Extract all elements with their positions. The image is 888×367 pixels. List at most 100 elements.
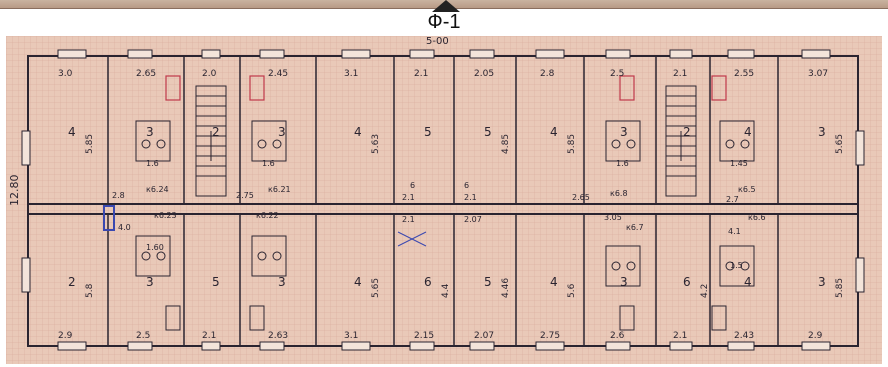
- room-depth-label: 5.63: [371, 134, 381, 154]
- small-label: 1.5: [730, 261, 743, 270]
- room-depth-label: 4.4: [441, 283, 451, 298]
- room-area-label: 4: [354, 275, 362, 289]
- stair-left-icon: [195, 85, 227, 197]
- room-width-label: 2.9: [808, 331, 823, 341]
- small-label: 6: [464, 181, 469, 190]
- room-area-label: 2: [68, 275, 76, 289]
- corridor-label: 2.7: [726, 195, 739, 204]
- small-label: 1.6: [146, 159, 159, 168]
- small-label: 1.60: [146, 243, 164, 252]
- stair-right-icon: [665, 85, 697, 197]
- room-width-label: 2.63: [268, 331, 288, 341]
- room-width-label: 2.75: [540, 331, 560, 341]
- room-area-label: 3: [278, 275, 286, 289]
- room-width-label: 2.55: [734, 69, 754, 79]
- room-depth-label: 5.65: [835, 134, 845, 154]
- small-label: 2.1: [464, 193, 477, 202]
- room-depth-label: 4.85: [501, 134, 511, 154]
- corridor-label: к6.5: [738, 185, 756, 194]
- room-width-label: 2.1: [673, 331, 687, 341]
- corridor-label: 4.0: [118, 223, 131, 232]
- room-area-label: 2: [212, 125, 220, 139]
- room-width-label: 2.1: [673, 69, 687, 79]
- room-width-label: 2.1: [202, 331, 216, 341]
- room-width-label: 2.8: [540, 69, 555, 79]
- fixtures-bottom: [135, 235, 755, 331]
- room-width-label: 2.15: [414, 331, 434, 341]
- room-area-label: 4: [550, 275, 558, 289]
- corridor-label: к6.23: [154, 211, 177, 220]
- room-width-label: 2.6: [610, 331, 625, 341]
- room-width-label: 3.07: [808, 69, 828, 79]
- small-label: 2.1: [402, 215, 415, 224]
- room-labels: 5-0012.803.045.852.6532.022.4533.145.632…: [8, 36, 845, 341]
- outer-wall: [27, 55, 859, 347]
- top-windows: [57, 49, 831, 59]
- room-width-label: 2.07: [474, 331, 494, 341]
- small-label: 1.45: [730, 159, 748, 168]
- corridor-label: 3.05: [604, 213, 622, 222]
- room-area-label: 6: [683, 275, 691, 289]
- room-area-label: 4: [68, 125, 76, 139]
- small-label: 1.6: [262, 159, 275, 168]
- room-area-label: 5: [484, 275, 492, 289]
- corridor-label: к6.7: [626, 223, 644, 232]
- top-marker-icon: [432, 0, 460, 12]
- room-width-label: 2.1: [414, 69, 428, 79]
- hatch-marks: [397, 231, 427, 247]
- room-area-label: 3: [620, 275, 628, 289]
- room-depth-label: 5.85: [567, 134, 577, 154]
- room-width-label: 3.1: [344, 69, 358, 79]
- room-area-label: 3: [146, 125, 154, 139]
- room-area-label: 3: [818, 125, 826, 139]
- room-area-label: 3: [278, 125, 286, 139]
- overall-depth-dim: 12.80: [8, 175, 21, 207]
- room-area-label: 5: [424, 125, 432, 139]
- small-label: 2.1: [402, 193, 415, 202]
- room-area-label: 3: [620, 125, 628, 139]
- room-area-label: 6: [424, 275, 432, 289]
- floor-plan-svg: 5-0012.803.045.852.6532.022.4533.145.632…: [6, 36, 882, 364]
- room-area-label: 3: [146, 275, 154, 289]
- bottom-partition-walls: [107, 214, 779, 346]
- small-label: 6: [410, 181, 415, 190]
- corridor-label: к6.22: [256, 211, 279, 220]
- left-window-bottom: [21, 257, 31, 293]
- room-area-label: 4: [744, 275, 752, 289]
- corridor-label: 2.8: [112, 191, 125, 200]
- overall-width-dim: 5-00: [426, 36, 449, 47]
- room-area-label: 4: [744, 125, 752, 139]
- graph-paper-grid: [6, 36, 882, 364]
- top-partition-walls: [107, 56, 779, 204]
- right-window-top: [855, 130, 865, 166]
- room-area-label: 3: [818, 275, 826, 289]
- small-label: 1.6: [616, 159, 629, 168]
- room-width-label: 3.0: [58, 69, 73, 79]
- bottom-windows: [57, 341, 831, 351]
- room-width-label: 2.0: [202, 69, 217, 79]
- room-area-label: 4: [550, 125, 558, 139]
- corridor-label: 4.1: [728, 227, 741, 236]
- corridor-label: 2.65: [572, 193, 590, 202]
- corridor-label: 2.75: [236, 191, 254, 200]
- room-width-label: 2.45: [268, 69, 288, 79]
- room-area-label: 5: [484, 125, 492, 139]
- room-width-label: 2.43: [734, 331, 754, 341]
- room-area-label: 5: [212, 275, 220, 289]
- corridor-label: к6.24: [146, 185, 169, 194]
- fixtures-top-red: [165, 75, 727, 101]
- fixtures-top: [135, 120, 755, 162]
- small-label: 2.07: [464, 215, 482, 224]
- room-area-label: 4: [354, 125, 362, 139]
- left-window-top: [21, 130, 31, 166]
- room-width-label: 2.5: [610, 69, 624, 79]
- room-width-label: 2.5: [136, 331, 150, 341]
- right-window-bottom: [855, 257, 865, 293]
- sheet-title: Ф-1: [427, 11, 461, 33]
- room-width-label: 3.1: [344, 331, 358, 341]
- room-depth-label: 5.65: [371, 278, 381, 298]
- room-depth-label: 4.46: [501, 278, 511, 298]
- room-width-label: 2.65: [136, 69, 156, 79]
